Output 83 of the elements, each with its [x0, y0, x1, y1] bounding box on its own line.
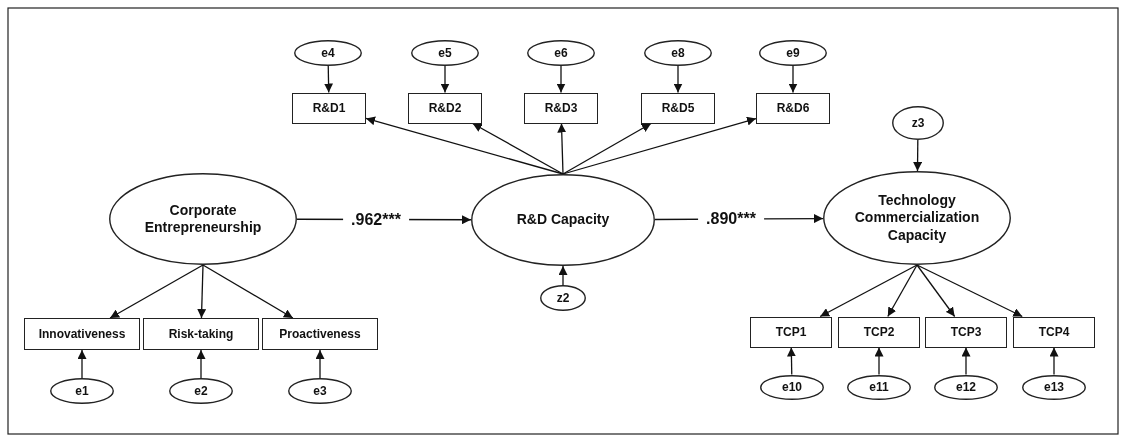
variable-label: z3: [911, 115, 925, 131]
variable-label: e3: [313, 383, 327, 399]
arrow: [786, 346, 796, 376]
arrow: [916, 264, 1023, 318]
rect-node: [262, 318, 378, 350]
variable-label: R&D5: [661, 100, 695, 116]
rect-node: [756, 92, 830, 124]
arrow: [913, 139, 923, 172]
variable-label: e6: [554, 45, 568, 61]
ellipse-node: [644, 40, 712, 66]
rect-node: [925, 316, 1007, 348]
variable-label: e1: [75, 383, 89, 399]
ellipse-node: [760, 374, 824, 400]
variable-label: e4: [321, 45, 335, 61]
ellipse-node: [527, 40, 595, 66]
ellipse-node: [823, 171, 1011, 265]
variable-label: e8: [671, 45, 685, 61]
variable-label: Innovativeness: [38, 326, 126, 342]
variable-label: e11: [869, 379, 889, 395]
rect-node: [524, 92, 598, 124]
ellipse-node: [109, 173, 297, 265]
arrow: [197, 264, 207, 319]
ellipse-node: [294, 40, 362, 66]
arrow: [673, 65, 683, 94]
rect-node: [143, 318, 259, 350]
variable-label: e5: [438, 45, 452, 61]
ellipse-node: [411, 40, 479, 66]
ellipse-node: [169, 378, 233, 404]
variable-label: e9: [786, 45, 800, 61]
arrow: [961, 346, 971, 376]
variable-label: e10: [782, 379, 802, 395]
rect-node: [292, 92, 366, 124]
arrow: [562, 122, 652, 175]
rect-node: [750, 316, 832, 348]
variable-label: R&D1: [312, 100, 346, 116]
arrow: [196, 349, 206, 379]
arrow: [558, 265, 568, 286]
variable-label: R&D6: [776, 100, 810, 116]
variable-label: e13: [1044, 379, 1064, 395]
ellipse-node: [288, 378, 352, 404]
variable-label: z2: [556, 290, 570, 306]
variable-label: R&D2: [428, 100, 462, 116]
variable-label: e12: [956, 379, 976, 395]
rect-node: [1013, 316, 1095, 348]
ellipse-node: [1022, 374, 1086, 400]
variable-label: R&D Capacity: [516, 211, 610, 229]
ellipse-node: [759, 40, 827, 66]
ellipse-node: [471, 174, 655, 266]
variable-label: e2: [194, 383, 208, 399]
ellipse-node: [892, 106, 944, 140]
variable-label: R&D3: [544, 100, 578, 116]
ellipse-node: [934, 374, 998, 400]
variable-label: TCP1: [775, 324, 807, 340]
arrow: [874, 346, 884, 376]
variable-label: TCP2: [863, 324, 895, 340]
rect-node: [641, 92, 715, 124]
variable-label: TCP3: [950, 324, 982, 340]
arrow: [819, 264, 918, 318]
arrow: [109, 264, 204, 319]
arrow: [788, 65, 798, 94]
arrow: [472, 122, 564, 175]
variable-label: Risk-taking: [168, 326, 234, 342]
rect-node: [838, 316, 920, 348]
arrow: [315, 349, 325, 379]
ellipse-node: [50, 378, 114, 404]
variable-label: TCP4: [1038, 324, 1070, 340]
arrow: [440, 65, 450, 94]
arrow: [916, 264, 956, 318]
arrow: [1049, 346, 1059, 376]
variable-label: Corporate Entrepreneurship: [143, 201, 263, 237]
arrow: [324, 65, 334, 94]
arrow: [557, 122, 567, 175]
ellipse-node: [540, 285, 586, 311]
arrow: [202, 264, 294, 319]
arrow: [365, 116, 564, 175]
rect-node: [24, 318, 140, 350]
arrow: [887, 264, 918, 318]
arrow: [556, 65, 566, 94]
rect-node: [408, 92, 482, 124]
ellipse-node: [847, 374, 911, 400]
arrow: [77, 349, 87, 379]
variable-label: Proactiveness: [279, 326, 361, 342]
variable-label: Technology Commercialization Capacity: [853, 191, 981, 245]
